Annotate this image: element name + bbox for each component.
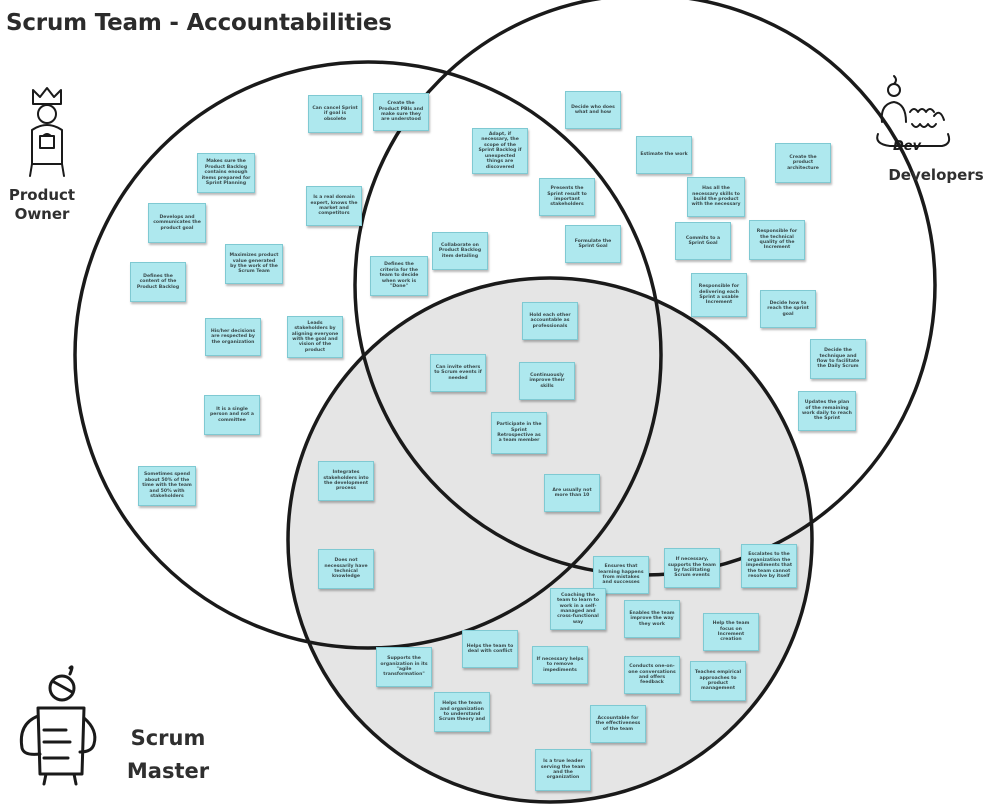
note-create-pbis: Create the Product PBIs and make sure th…: [373, 93, 429, 131]
note-updates-plan: Updates the plan of the remaining work d…: [798, 391, 856, 431]
developers-label: Developers: [888, 166, 984, 185]
note-commits-goal: Commits to a Sprint Goal: [675, 222, 731, 260]
note-invite-others: Can invite others to Scrum events if nee…: [430, 354, 486, 392]
note-technical-quality: Responsible for the technical quality of…: [749, 220, 805, 260]
note-domain-expert: Is a real domain expert, knows the marke…: [306, 186, 362, 226]
note-usable-increment: Responsible for delivering each Sprint a…: [691, 273, 747, 317]
note-adapt-scope: Adapt, if necessary, the scope of the Sp…: [472, 128, 528, 174]
scrum-master-circle-fill: [288, 278, 812, 802]
product-owner-icon: [18, 84, 76, 180]
note-focus-increment: Help the team focus on Increment creatio…: [703, 613, 759, 651]
note-reach-goal: Decide how to reach the sprint goal: [760, 290, 816, 328]
product-owner-label: Product Owner: [0, 186, 84, 224]
note-facilitating-events: If necessary, supports the team by facil…: [664, 548, 720, 588]
note-backlog-content: Defines the content of the Product Backl…: [130, 262, 186, 302]
dev-badge-text: Dev: [893, 139, 921, 154]
note-sprint-goal: Formulate the Sprint Goal: [565, 225, 621, 263]
note-improve-way: Enables the team improve the way they wo…: [624, 600, 680, 638]
note-retrospective: Participate in the Sprint Retrospective …: [491, 412, 547, 454]
note-improve-skills: Continuously improve their skills: [519, 362, 575, 400]
note-time-split: Sometimes spend about 50% of the time wi…: [138, 466, 196, 506]
note-collaborate-pbi: Collaborate on Product Backlog item deta…: [432, 232, 488, 270]
note-done-criteria: Defines the criteria for the team to dec…: [370, 256, 428, 296]
note-single-person: It is a single person and not a committe…: [204, 395, 260, 435]
note-maximizes-value: Maximizes product value generated by the…: [225, 244, 283, 284]
note-one-on-one: Conducts one-on-one conversations and of…: [624, 656, 680, 694]
note-empirical-approaches: Teaches empirical approaches to product …: [690, 661, 746, 701]
note-presents-result: Presents the Sprint result to important …: [539, 178, 595, 216]
scrum-master-icon: [10, 662, 106, 788]
note-estimate-work: Estimate the work: [636, 136, 692, 174]
page-title: Scrum Team - Accountabilities: [6, 10, 392, 36]
note-leads-stakeholders: Leads stakeholders by aligning everyone …: [287, 316, 343, 358]
note-product-goal: Develops and communicates the product go…: [148, 203, 206, 243]
note-necessary-skills: Has all the necessary skills to build th…: [687, 177, 745, 217]
note-escalates-impediments: Escalates to the organization the impedi…: [741, 544, 797, 588]
note-no-technical-knowledge: Does not necessarily have technical know…: [318, 549, 374, 589]
note-who-does-what: Decide who does what and how: [565, 91, 621, 129]
note-accountable-professionals: Hold each other accountable as professio…: [522, 302, 578, 340]
note-cancel-sprint: Can cancel Sprint if goal is obsolete: [308, 95, 362, 133]
note-effectiveness: Accountable for the effectiveness of the…: [590, 705, 646, 743]
scrum-master-label: Scrum Master: [118, 722, 218, 787]
note-decisions-respected: His/her decisions are respected by the o…: [205, 318, 261, 356]
note-scrum-theory: Helps the team and organization to under…: [434, 692, 490, 732]
note-true-leader: Is a true leader serving the team and th…: [535, 749, 591, 791]
note-backlog-enough-items: Makes sure the Product Backlog contains …: [197, 153, 255, 193]
note-agile-transformation: Supports the organization in its "agile …: [376, 647, 432, 687]
note-daily-scrum: Decide the technique and flow to facilit…: [810, 339, 866, 379]
note-deal-with-conflict: Helps the team to deal with conflict: [462, 630, 518, 668]
note-team-size: Are usually not more than 10: [544, 474, 600, 512]
note-integrates-stakeholders: Integrates stakeholders into the develop…: [318, 461, 374, 501]
note-remove-impediments: If necessary helps to remove impediments: [532, 646, 588, 684]
note-architecture: Create the product architecture: [775, 143, 831, 183]
note-coaching-team: Coaching the team to learn to work in a …: [550, 588, 606, 630]
